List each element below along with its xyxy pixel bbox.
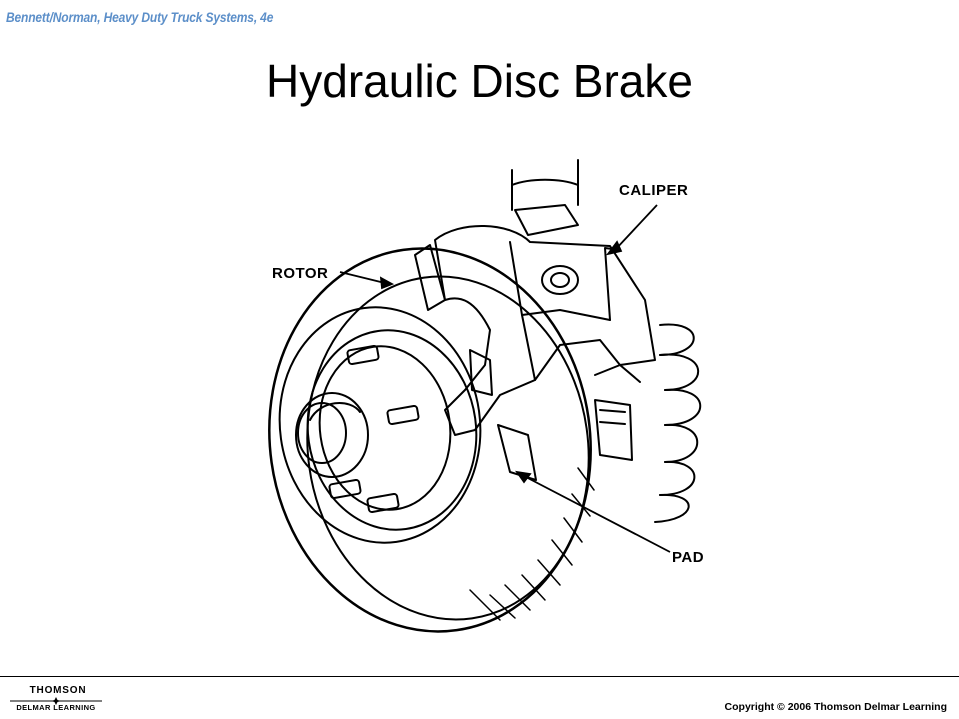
rotor [268,247,592,633]
logo-delmar-text: DELMAR LEARNING [16,703,96,712]
rotor-leader [339,271,386,284]
slide-title: Hydraulic Disc Brake [266,55,693,107]
logo-thomson-text: THOMSON [29,685,87,696]
brake-pad [497,364,641,481]
copyright-notice: Copyright © 2006 Thomson Delmar Learning [724,701,947,713]
hub [278,306,482,544]
rotor-label: ROTOR [272,265,329,282]
publisher-logo: THOMSON DELMAR LEARNING [8,685,104,715]
coil-spring [654,323,702,523]
footer-divider [0,676,959,677]
wheel-studs [328,344,420,514]
pad-leader [521,474,671,553]
caliper-leader [614,204,658,251]
disc-brake-diagram [268,159,702,633]
book-title: Bennett/Norman, Heavy Duty Truck Systems… [6,9,274,25]
caliper [414,204,656,436]
logo-star-icon [10,697,102,705]
pad-label: PAD [672,549,705,566]
caliper-label: CALIPER [619,182,689,199]
